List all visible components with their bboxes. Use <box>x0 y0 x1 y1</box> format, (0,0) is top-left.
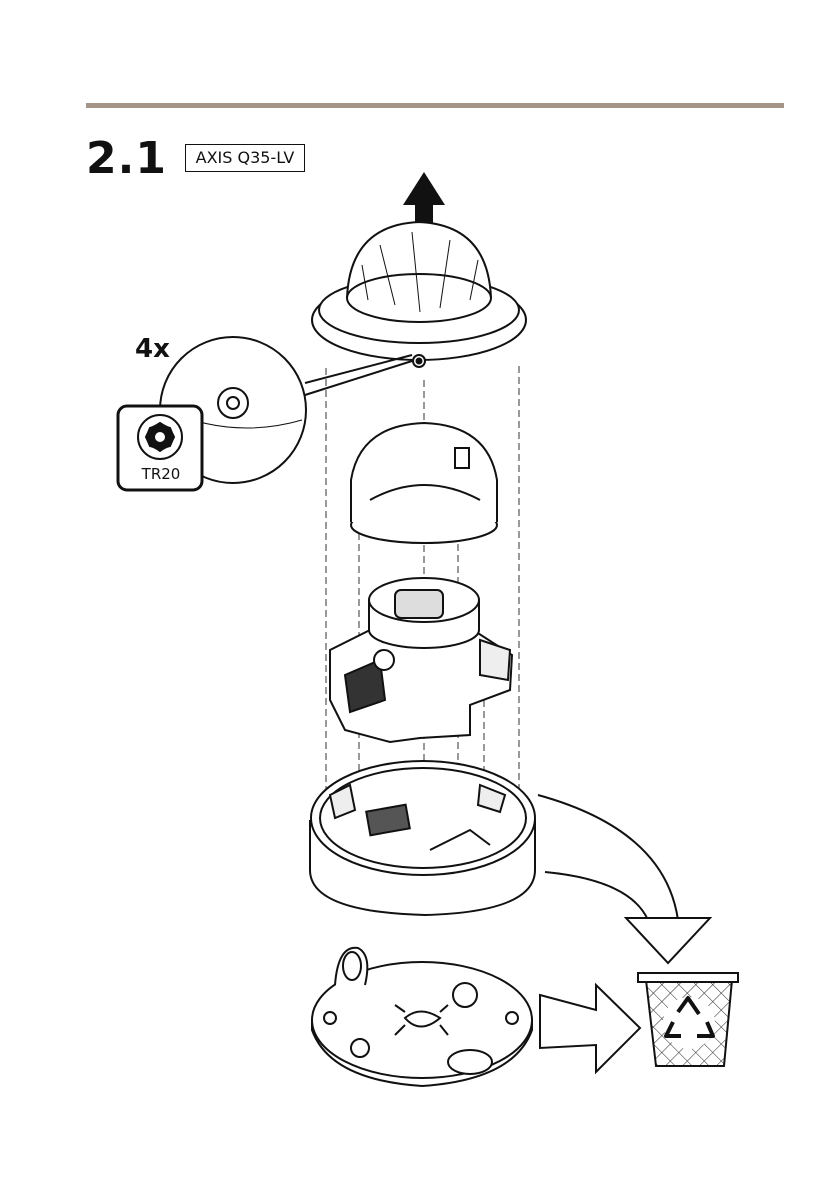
screw-quantity: 4x <box>135 334 170 364</box>
right-arrow-icon <box>540 985 640 1072</box>
dome-cover <box>312 222 526 367</box>
inner-shield <box>351 423 497 543</box>
base-housing <box>310 761 535 915</box>
mounting-plate <box>312 948 532 1086</box>
torx-size-label: TR20 <box>126 465 196 483</box>
curved-arrow-icon <box>538 795 710 963</box>
camera-module <box>330 578 512 742</box>
recycle-bin-icon <box>638 973 738 1066</box>
